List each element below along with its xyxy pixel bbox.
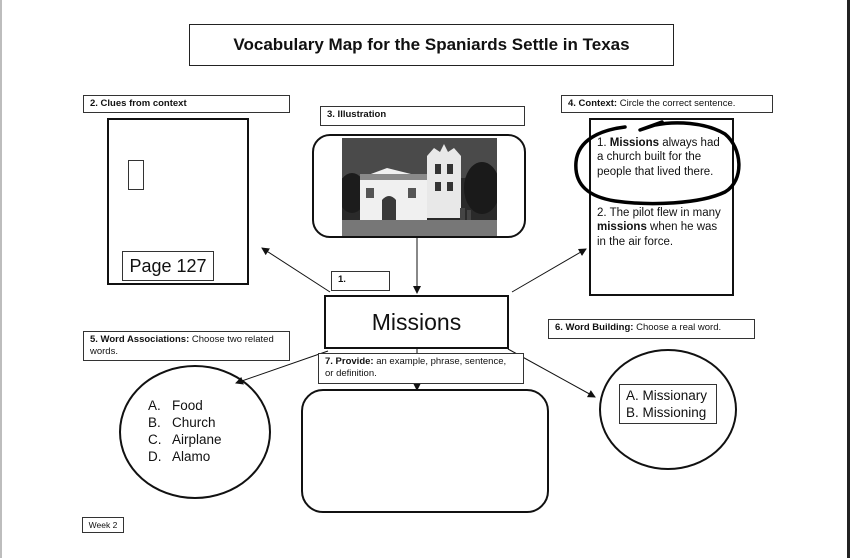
associations-list: A. Food B. Church C. Airplane D. Alamo [148,398,222,466]
arrow-to-associations [235,350,329,385]
sentence-2-keyword: missions [597,221,647,234]
word-building-option-a[interactable]: A. Missionary [626,388,708,403]
context-sentence-1[interactable]: 1. Missions always had a church built fo… [597,136,729,179]
word-building-label-rest: Choose a real word. [633,322,722,333]
word-building-circle [599,349,737,470]
associations-label: 5. Word Associations: Choose two related… [83,331,290,361]
option-text: Food [172,398,203,413]
option-letter: C. [148,431,162,447]
mission-church-image [342,138,497,236]
illustration-label: 3. Illustration [320,106,525,126]
context-box [589,118,734,296]
association-option[interactable]: B. Church [148,415,222,432]
vocabulary-word: Missions [324,295,509,349]
page-title: Vocabulary Map for the Spaniards Settle … [189,24,674,66]
center-number-label: 1. [331,271,390,291]
sentence-1-number: 1. [597,137,610,149]
provide-label-bold: 7. Provide: [325,356,374,367]
clues-label-text: 2. Clues from context [90,98,187,109]
clues-box[interactable] [107,118,249,285]
context-sentence-2[interactable]: 2. The pilot flew in many missions when … [597,206,729,249]
option-text: Church [172,414,216,430]
illustration-frame [312,134,526,238]
clues-label: 2. Clues from context [83,95,290,113]
context-label-bold: 4. Context: [568,98,618,109]
associations-label-rest: Choose two related words. [90,334,274,357]
association-option[interactable]: C. Airplane [148,432,222,449]
context-label-rest: Circle the correct sentence. [617,98,736,109]
page-reference: Page 127 [122,251,214,281]
option-letter: A. [148,398,161,413]
clue-placeholder [128,160,144,190]
association-option[interactable]: A. Food [148,398,222,415]
word-building-option-b[interactable]: B. Missioning [626,405,707,421]
option-letter: B. [148,414,161,430]
option-text: Airplane [172,431,222,447]
arrow-to-context [511,248,587,293]
provide-label: 7. Provide: an example, phrase, sentence… [318,353,524,384]
word-building-options: A. Missionary B. Missioning [619,384,717,424]
associations-label-bold: 5. Word Associations: [90,334,190,345]
context-label: 4. Context: Circle the correct sentence. [561,95,773,113]
provide-label-rest: an example, phrase, sentence, or definit… [325,356,507,379]
sentence-1-keyword: Missions [609,137,660,149]
arrow-to-clues [261,247,331,293]
sentence-2-text-rest: when he was in the air force. [597,221,718,248]
word-building-label: 6. Word Building: Choose a real word. [548,319,755,339]
word-building-label-bold: 6. Word Building: [555,322,634,333]
center-number-text: 1. [338,274,346,285]
illustration-label-text: 3. Illustration [327,109,387,120]
option-letter: D. [148,448,162,464]
associations-circle [119,365,271,499]
sentence-2-text-pre: 2. The pilot flew in many [597,207,721,219]
provide-answer-box[interactable] [301,389,549,513]
mission-photo [342,138,497,236]
week-label: Week 2 [82,517,124,533]
association-option[interactable]: D. Alamo [148,449,222,466]
option-text: Alamo [172,448,211,464]
